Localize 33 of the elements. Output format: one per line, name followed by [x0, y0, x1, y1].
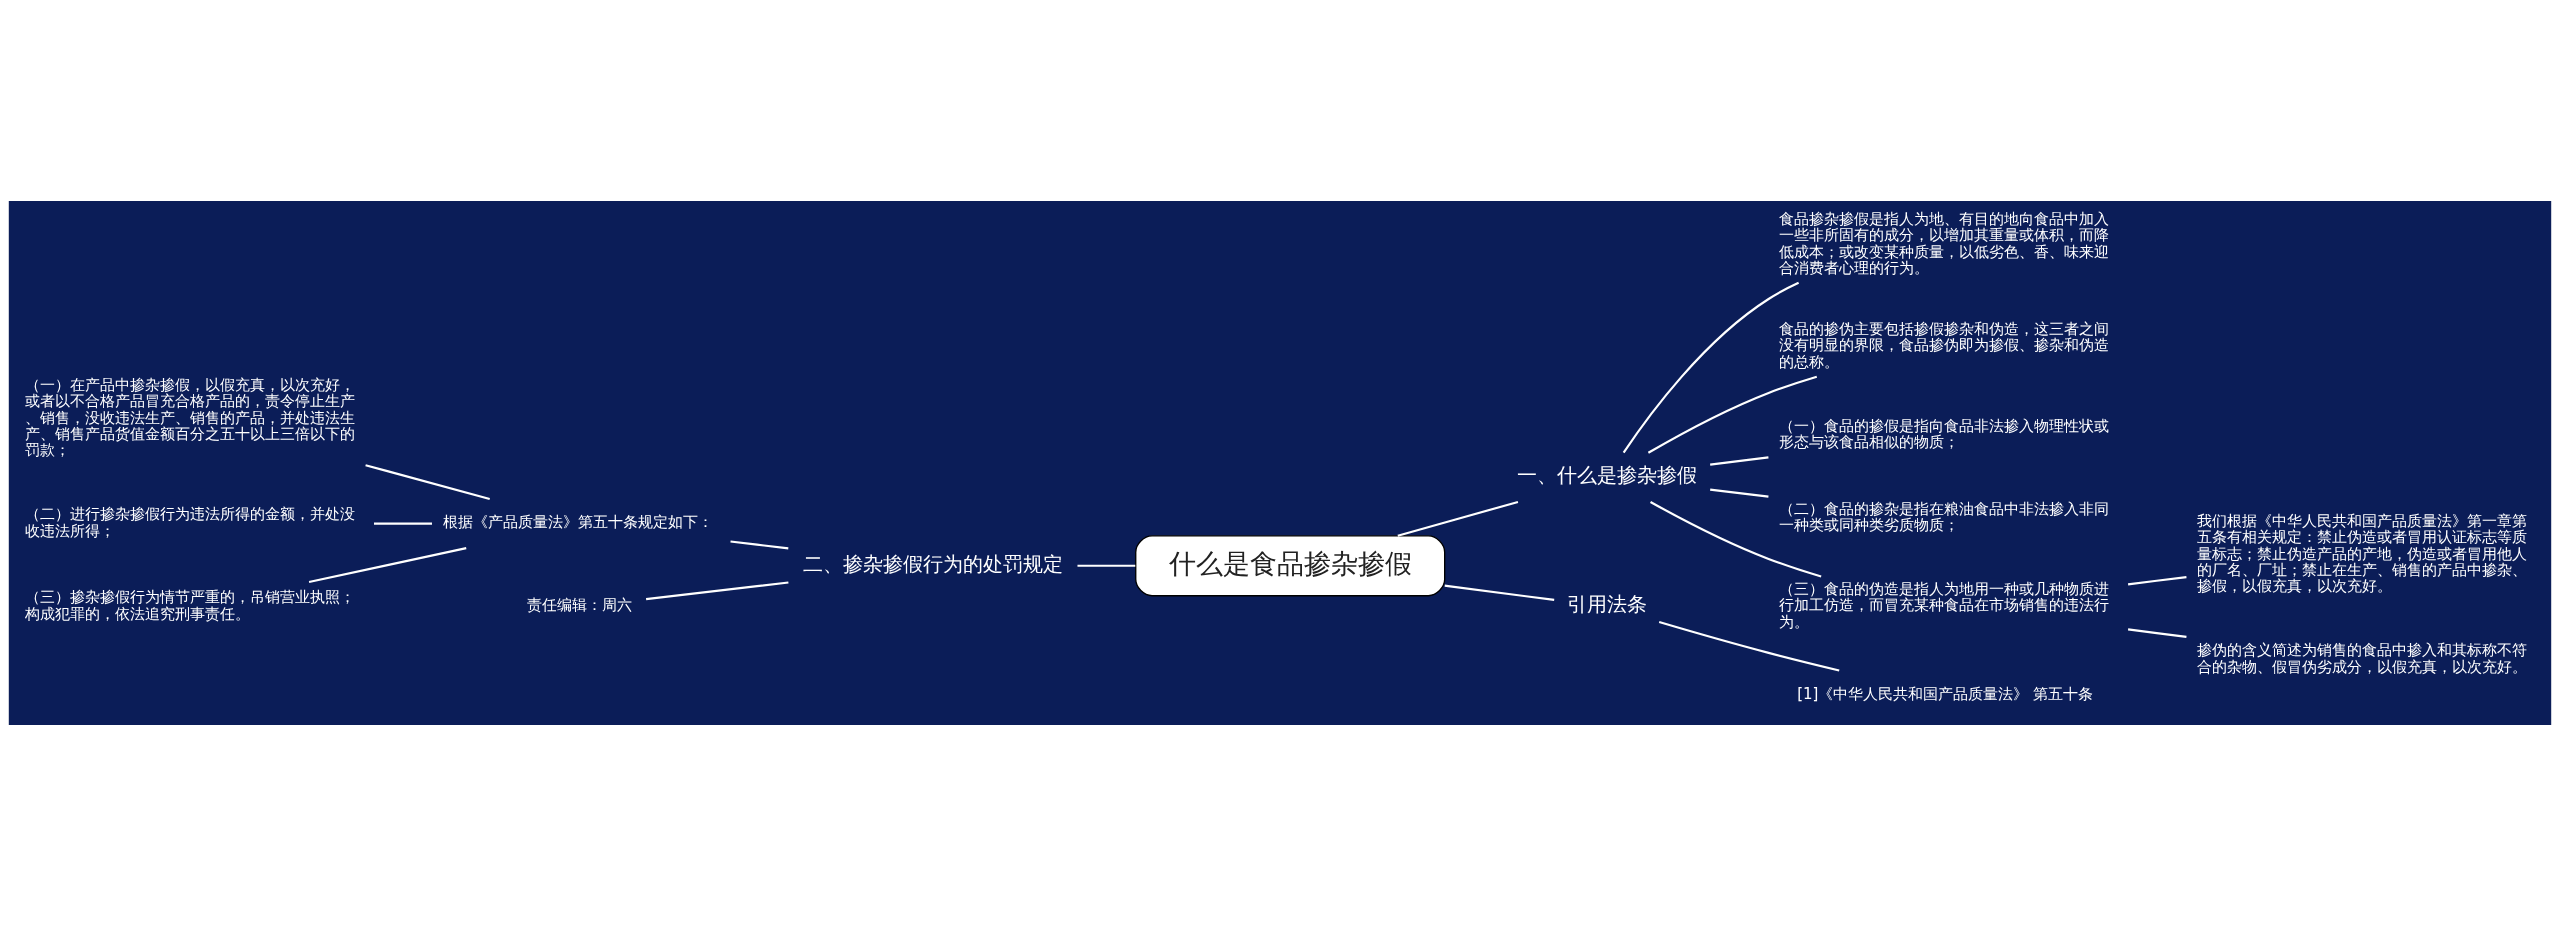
connector: [1658, 620, 1840, 671]
node-text: 二、掺杂掺假行为的处罚规定: [802, 551, 1063, 576]
node-text: 根据《产品质量法》第五十条规定如下：: [442, 512, 713, 531]
node-text: （一）食品的掺假是指向食品非法掺入物理性状或形态与该食品相似的物质；: [1779, 416, 2110, 451]
connector: [374, 522, 432, 525]
node-text: （二）进行掺杂掺假行为违法所得的金额，并处没收违法所得；: [25, 504, 356, 540]
connector: [730, 539, 789, 550]
connector: [1710, 488, 1769, 498]
node-text: （三）食品的伪造是指人为地用一种或几种物质进行加工仿造，而冒充某种食品在市场销售的违法行为。: [1779, 579, 2110, 631]
node-text: 我们根据《中华人民共和国产品质量法》第一章第五条有相关规定：禁止伪造或者冒用认证标志等质量标志；禁止伪造产品的产地，伪造或者冒用他人的厂名、厂址；禁止在生产、销售的产品中掺杂、掺假，以假充真，以次充好。: [2197, 511, 2528, 595]
node-text: [1]《中华人民共和国产品质量法》 第五十条: [1797, 684, 2094, 703]
connector: [1710, 455, 1769, 466]
node-text: （一）在产品中掺杂掺假，以假充真，以次充好，或者以不合格产品冒充合格产品的，责令停止生产、销售，没收违法生产、销售的产品，并处违法生产、销售产品货值金额百分之五十以上三倍以下的罚款；: [25, 375, 356, 459]
node-text: 一、什么是掺杂掺假: [1516, 462, 1697, 487]
node-text: 责任编辑：周六: [527, 595, 633, 614]
node-text: 食品的掺伪主要包括掺假掺杂和伪造，这三者之间没有明显的界限，食品掺伪即为掺假、掺杂和伪造的总称。: [1779, 319, 2110, 371]
connector: [2127, 575, 2187, 585]
node-text: 引用法条: [1566, 591, 1647, 616]
connector: [1622, 281, 1800, 453]
connector: [1650, 500, 1822, 578]
node-text: 掺伪的含义简述为销售的食品中掺入和其标称不符合的杂物、假冒伪劣成分，以假充真，以次充好。: [2197, 640, 2528, 676]
node-text: 食品掺杂掺假是指人为地、有目的地向食品中加入一些非所固有的成分，以增加其重量或体积，而降低成本；或改变某种质量，以低劣色、香、味来迎合消费者心理的行为。: [1779, 209, 2110, 277]
node-text: （三）掺杂掺假行为情节严重的，吊销营业执照；构成犯罪的，依法追究刑事责任。: [25, 587, 356, 623]
connector: [645, 580, 789, 600]
connector: [1077, 564, 1136, 567]
connector: [365, 463, 490, 500]
node-text: （二）食品的掺杂是指在粮油食品中非法掺入非同一种类或同种类劣质物质；: [1779, 499, 2110, 534]
connector: [1647, 375, 1818, 454]
connector: [1444, 584, 1555, 601]
connector: [1397, 500, 1519, 537]
connector: [2127, 627, 2187, 638]
node-box: 什么是食品掺杂掺假: [1135, 534, 1446, 596]
connector: [308, 546, 467, 583]
